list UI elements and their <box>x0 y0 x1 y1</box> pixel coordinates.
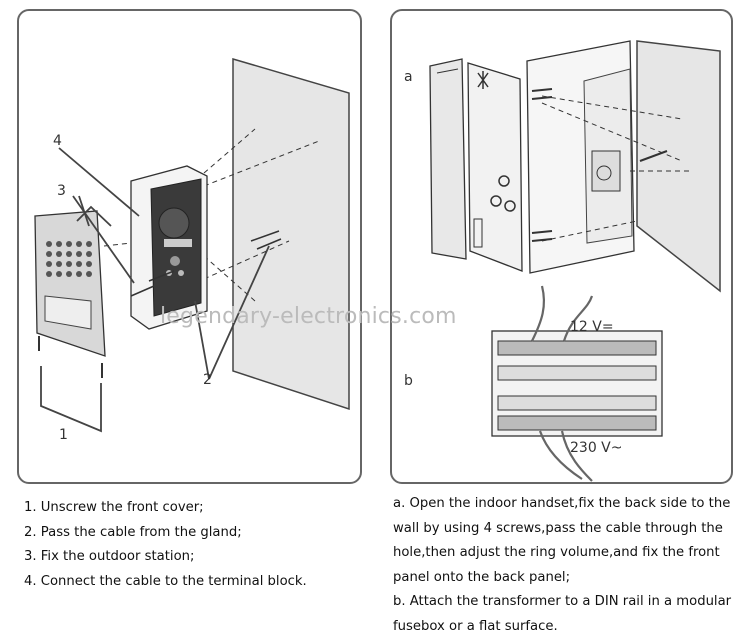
cable-hole <box>591 150 621 192</box>
indoor-handset-diagram-panel: a b 12 V= 230 V~ <box>390 9 733 484</box>
terminal-rows <box>497 340 657 431</box>
indoor-handset-steps: a. Open the indoor handset,fix the back … <box>393 492 738 639</box>
outdoor-station-steps: 1. Unscrew the front cover; 2. Pass the … <box>24 496 374 594</box>
outdoor-station-diagram-panel: 4 3 2 1 <box>17 9 362 484</box>
callout-2: 2 <box>203 372 212 388</box>
step-3: 3. Fix the outdoor station; <box>24 549 195 564</box>
wires <box>531 285 594 482</box>
section-a-label: a <box>404 69 413 85</box>
name-plate <box>44 295 92 330</box>
camera-icon <box>170 256 180 266</box>
section-b-label: b <box>404 373 413 389</box>
step-4: 4. Connect the cable to the terminal blo… <box>24 573 307 589</box>
front-panel <box>467 62 523 272</box>
label-12v: 12 V= <box>570 319 614 335</box>
screws <box>531 88 668 242</box>
terminal-block <box>164 239 192 247</box>
step-b: b. Attach the transformer to a DIN rail … <box>393 594 732 634</box>
guide-lines <box>541 95 692 242</box>
step-1: 1. Unscrew the front cover; <box>24 500 204 515</box>
back-box-inner <box>150 178 202 317</box>
callout-leaders <box>40 147 270 433</box>
outdoor-station-illustration: 4 3 2 1 <box>34 57 350 443</box>
step-a: a. Open the indoor handset,fix the back … <box>393 496 731 585</box>
front-cover <box>34 210 106 357</box>
screws <box>130 230 282 297</box>
callout-3: 3 <box>57 183 66 199</box>
wall-surface <box>232 57 350 411</box>
wall-surface <box>636 40 721 293</box>
bell-icon <box>477 71 489 89</box>
keypad-icon <box>46 241 92 277</box>
handset <box>429 58 467 260</box>
indoor-handset-illustration: a b 12 V= 230 V~ <box>404 40 721 482</box>
speaker-icon <box>158 207 190 239</box>
label-230v: 230 V~ <box>570 440 622 456</box>
watermark: legendary-electronics.com <box>160 304 457 329</box>
callout-1: 1 <box>59 427 68 443</box>
callout-4: 4 <box>53 133 62 149</box>
step-2: 2. Pass the cable from the gland; <box>24 524 242 540</box>
